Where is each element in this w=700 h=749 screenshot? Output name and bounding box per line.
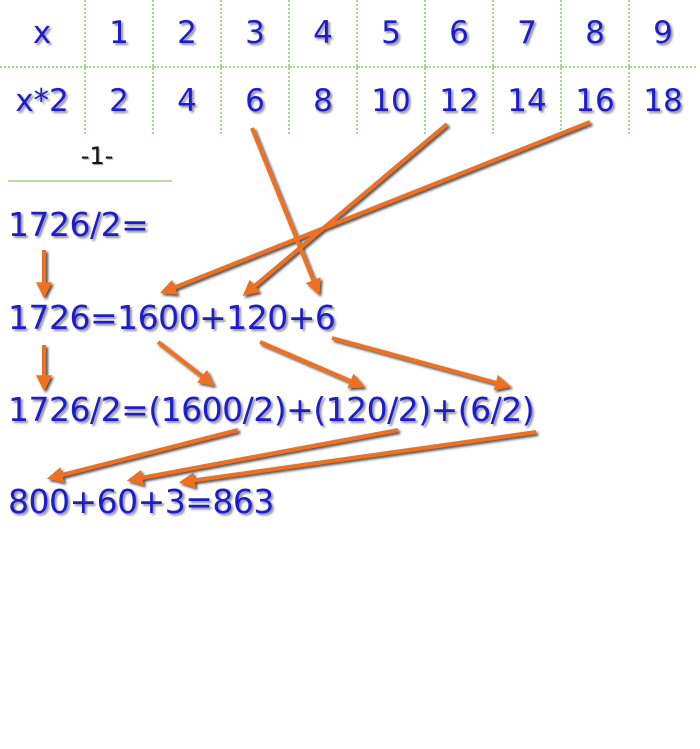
arrow-6-to-half — [331, 336, 512, 391]
table-row-x: x 1 2 3 4 5 6 7 8 9 — [0, 0, 696, 68]
table-cell: 10 — [356, 67, 425, 134]
table-cell: x — [0, 0, 85, 68]
arrow-1600-to-half — [156, 340, 215, 386]
equation-line-1: 1726/2= — [8, 205, 149, 244]
times-table: x 1 2 3 4 5 6 7 8 9 x*2 2 4 6 8 10 12 14… — [0, 0, 696, 134]
table-cell: 3 — [220, 0, 289, 68]
equation-line-2: 1726=1600+120+6 — [8, 298, 336, 337]
arrow-12-to-120 — [242, 122, 449, 297]
table-cell: 6 — [424, 0, 493, 68]
table-cell: 8 — [288, 67, 357, 134]
table-cell: 2 — [152, 0, 221, 68]
table-cell: 8 — [560, 0, 629, 68]
table-cell: 18 — [628, 67, 696, 134]
table-cell: 7 — [492, 0, 561, 68]
table-cell: 14 — [492, 67, 561, 134]
table-cell: x*2 — [15, 83, 69, 119]
table-cell: 2 — [84, 67, 153, 134]
table-cell: 4 — [288, 0, 357, 68]
table-cell: 16 — [560, 67, 629, 134]
equation-line-4: 800+60+3=863 — [8, 482, 274, 521]
table-row-x-times-2: x*2 2 4 6 8 10 12 14 16 18 — [0, 67, 696, 134]
arrow-120-half-to-60 — [126, 428, 399, 486]
step-underline — [8, 180, 172, 182]
arrow-6-half-to-3 — [178, 430, 537, 489]
table-cell: 12 — [424, 67, 493, 134]
table-cell: 6 — [220, 67, 289, 134]
table-cell: 9 — [628, 0, 696, 68]
equation-line-3: 1726/2=(1600/2)+(120/2)+(6/2) — [8, 390, 535, 429]
table-cell: 1 — [84, 0, 153, 68]
arrow-120-to-half — [259, 340, 365, 389]
table-cell: 4 — [152, 67, 221, 134]
arrow-1600-half-to-800 — [46, 428, 239, 483]
step-label: -1- — [80, 142, 114, 170]
arrow-16-to-1600 — [160, 120, 591, 295]
arrow-6-to-6 — [250, 127, 321, 295]
table-cell: 5 — [356, 0, 425, 68]
